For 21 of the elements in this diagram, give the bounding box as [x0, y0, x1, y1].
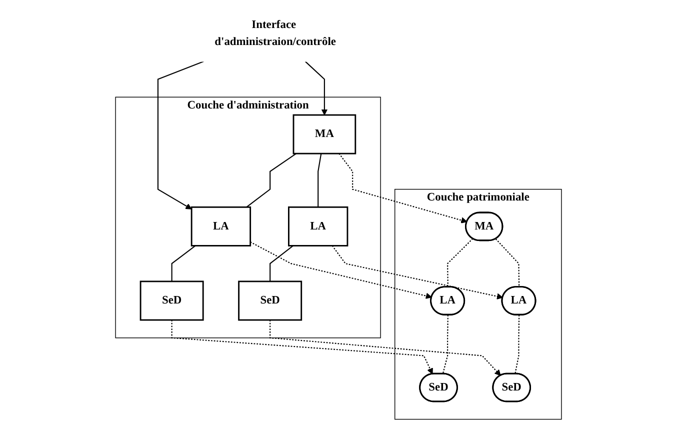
node-box: LA	[190, 206, 252, 246]
arrow	[171, 320, 433, 374]
arrow	[157, 60, 204, 210]
arrow	[304, 61, 328, 116]
connector	[171, 245, 196, 282]
connector	[447, 238, 474, 288]
node-text: Interface d'administraion/contrôle	[214, 18, 336, 48]
arrow	[338, 153, 468, 224]
connector	[270, 245, 294, 282]
node-box: SeD	[140, 280, 204, 321]
connector	[495, 238, 520, 288]
node-box: SeD	[238, 280, 302, 321]
connector	[246, 153, 297, 208]
connector	[514, 315, 520, 374]
connector	[318, 153, 322, 208]
node-box: MA	[292, 114, 356, 154]
arrow	[270, 320, 501, 376]
node-box: LA	[288, 206, 348, 246]
connector	[442, 315, 448, 374]
arrow	[250, 242, 432, 299]
arrow	[332, 245, 504, 300]
